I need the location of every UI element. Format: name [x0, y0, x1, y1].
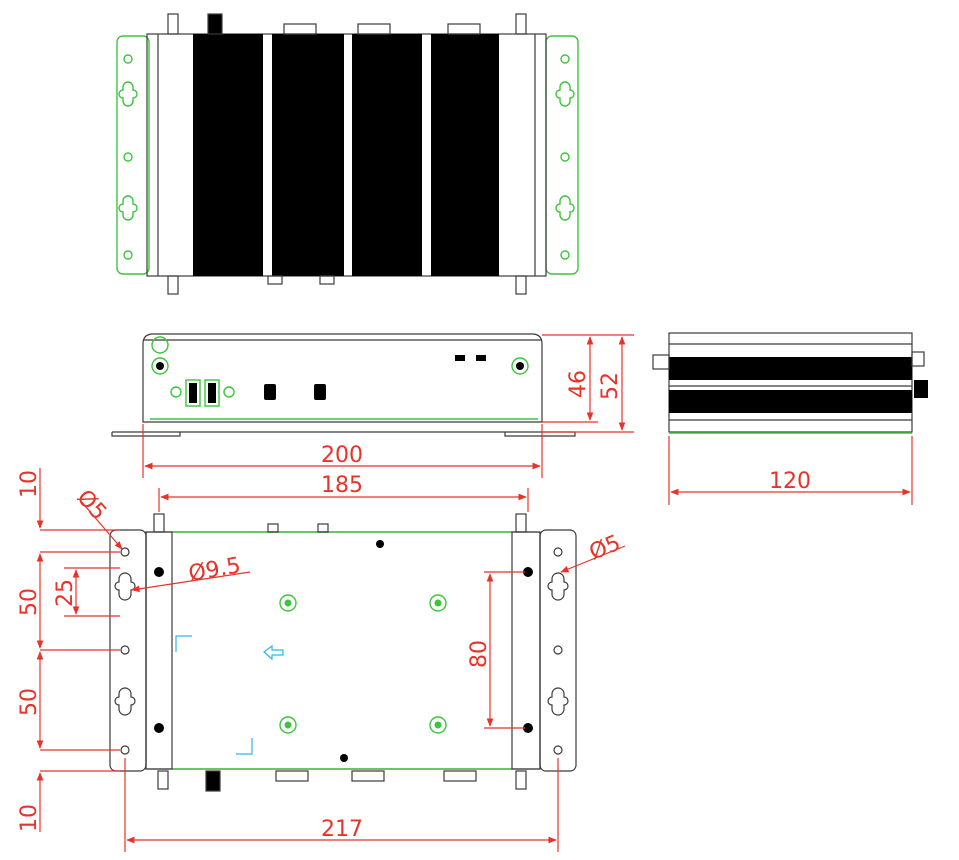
side-fin-lower — [669, 390, 912, 413]
dim-slot-diameter: Ø9.5 — [187, 553, 243, 587]
bottom-view-connectors — [153, 513, 527, 792]
dim-edge-offset-top: 10 — [17, 470, 42, 498]
front-view-chassis — [142, 333, 543, 423]
dim-side-depth: 120 — [769, 469, 811, 494]
dim-hole-spacing-upper: 50 — [17, 588, 42, 616]
dimensions: 46 52 200 120 185 217 Ø5 Ø9.5 Ø5 — [17, 334, 913, 852]
side-fin-upper — [669, 357, 912, 380]
dim-front-height-inner: 46 — [566, 370, 591, 398]
dim-bottom-overall-width: 217 — [321, 817, 363, 842]
dim-front-width: 200 — [321, 443, 363, 468]
dim-edge-offset-bottom: 10 — [17, 804, 42, 832]
bottom-view — [109, 513, 577, 792]
dim-front-height-outer: 52 — [598, 372, 623, 400]
dim-slot-length: 25 — [53, 579, 78, 607]
left-mount-bracket — [116, 35, 150, 275]
top-view — [116, 13, 579, 295]
front-ports — [151, 336, 529, 407]
dim-bottom-hole-span: 185 — [321, 473, 363, 498]
dim-foot-spacing: 80 — [467, 640, 492, 668]
heatsink-fins — [193, 34, 499, 276]
top-view-bracket-holes — [118, 54, 575, 260]
arrow-left-icon — [263, 644, 284, 661]
side-view — [652, 332, 928, 434]
dim-hole-spacing-lower: 50 — [17, 688, 42, 716]
top-view-chassis — [146, 33, 547, 277]
front-view — [111, 333, 576, 437]
side-view-chassis — [668, 332, 913, 433]
dim-hole-diameter-right: Ø5 — [586, 531, 624, 566]
rubber-feet — [279, 594, 447, 734]
bottom-view-bracket-holes — [114, 547, 569, 755]
right-bottom-bracket — [539, 529, 577, 772]
dim-hole-diameter-left: Ø5 — [72, 485, 112, 525]
bottom-screws — [154, 540, 533, 762]
top-view-connectors — [167, 13, 527, 295]
orientation-markers — [175, 635, 284, 755]
